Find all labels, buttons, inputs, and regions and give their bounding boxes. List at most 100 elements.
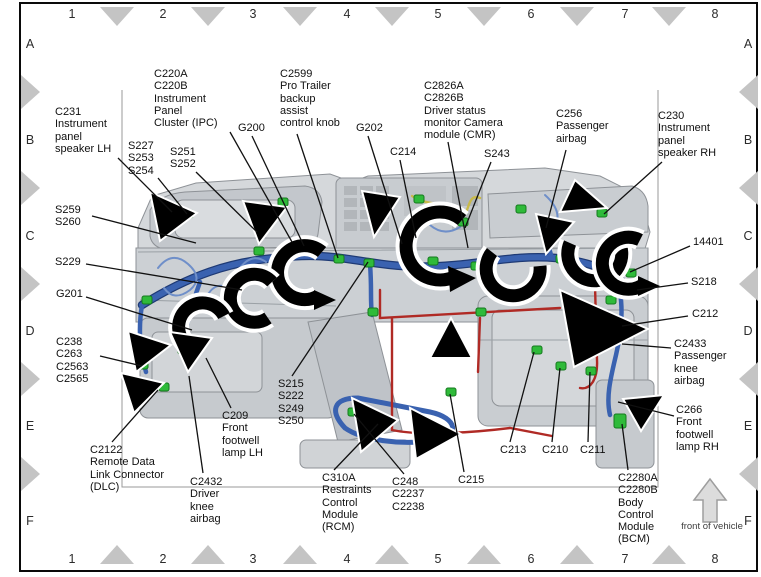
callout-line: S229 bbox=[55, 256, 81, 268]
callout-line: C220B bbox=[154, 80, 188, 93]
grid-col-label: 7 bbox=[621, 7, 629, 21]
callout-line: Panel bbox=[154, 104, 183, 117]
callout-line: panel bbox=[55, 130, 82, 143]
grid-col-label: 2 bbox=[159, 552, 167, 566]
grid-row-label: E bbox=[743, 419, 753, 433]
callout-line: footwell bbox=[676, 428, 714, 441]
leader-line-c266 bbox=[617, 401, 675, 417]
callout-line: G201 bbox=[56, 288, 83, 300]
callout-line: lamp LH bbox=[222, 446, 263, 459]
front-of-vehicle-label: front of vehicle bbox=[681, 521, 743, 532]
grid-col-label: 1 bbox=[68, 7, 76, 21]
grid-marker bbox=[739, 267, 758, 301]
grid-marker bbox=[191, 7, 225, 26]
callout-line: C248 bbox=[392, 476, 419, 488]
grid-marker bbox=[467, 7, 501, 26]
leader-line-s218 bbox=[636, 282, 689, 291]
leader-line-c238 bbox=[99, 355, 143, 367]
grid-marker bbox=[739, 75, 758, 109]
callout-c211: C211 bbox=[580, 444, 605, 456]
callout-line: Driver bbox=[190, 488, 220, 501]
grid-col-label: 1 bbox=[68, 552, 76, 566]
grid-row-label: B bbox=[25, 133, 35, 147]
grid-col-label: 3 bbox=[249, 552, 257, 566]
leader-line-c210 bbox=[551, 367, 561, 443]
grid-col-label: 6 bbox=[527, 552, 535, 566]
callout-line: Passenger bbox=[556, 120, 609, 133]
callout-line: C2599 bbox=[280, 68, 313, 80]
leader-line-s243 bbox=[464, 161, 492, 229]
callout-line: C213 bbox=[500, 444, 527, 456]
callout-line: Instrument bbox=[154, 92, 206, 105]
leader-line-c2432 bbox=[188, 375, 204, 474]
callout-line: assist bbox=[280, 104, 309, 117]
callout-line: lamp RH bbox=[676, 440, 719, 453]
callout-line: C263 bbox=[56, 348, 83, 361]
grid-marker bbox=[652, 545, 686, 564]
callout-line: C231 bbox=[55, 106, 82, 118]
callout-line: (RCM) bbox=[322, 521, 355, 534]
callout-line: S250 bbox=[278, 414, 304, 427]
callout-line: airbag bbox=[556, 132, 587, 145]
callout-line: C2826B bbox=[424, 92, 464, 105]
callout-c210: C210 bbox=[542, 444, 568, 456]
callout-line: S218 bbox=[691, 276, 717, 288]
leader-line-c231 bbox=[117, 157, 173, 213]
callout-c212: C212 bbox=[692, 308, 718, 320]
callout-line: S251 bbox=[170, 146, 196, 158]
grid-col-label: 2 bbox=[159, 7, 167, 21]
callout-line: C211 bbox=[580, 444, 606, 456]
grid-col-label: 6 bbox=[527, 7, 535, 21]
callout-line: S243 bbox=[484, 148, 510, 160]
callout-line: C215 bbox=[458, 474, 485, 486]
grid-col-label: 8 bbox=[711, 552, 719, 566]
leader-line-c214 bbox=[399, 159, 417, 239]
callout-line: airbag bbox=[190, 512, 221, 525]
callout-line: panel bbox=[658, 134, 685, 147]
grid-col-label: 4 bbox=[343, 552, 351, 566]
callout-c213: C213 bbox=[500, 444, 526, 456]
callout-line: C2122 bbox=[90, 444, 123, 456]
callout-g202: G202 bbox=[356, 122, 383, 134]
callout-line: monitor Camera bbox=[424, 116, 503, 129]
callout-line: C2432 bbox=[190, 476, 223, 488]
callout-line: S260 bbox=[55, 216, 81, 229]
callout-line: C2237 bbox=[392, 488, 425, 501]
leader-line-g201 bbox=[85, 296, 193, 331]
callout-line: Instrument bbox=[658, 122, 710, 135]
callout-line: Body bbox=[618, 496, 644, 509]
grid-col-label: 3 bbox=[249, 7, 257, 21]
callout-p14401: 14401 bbox=[693, 236, 724, 248]
grid-marker bbox=[375, 7, 409, 26]
grid-row-label: F bbox=[744, 514, 752, 528]
callout-line: C230 bbox=[658, 110, 685, 122]
leader-line-s215 bbox=[291, 261, 369, 377]
callout-line: C220A bbox=[154, 68, 188, 80]
callout-line: C212 bbox=[692, 308, 719, 320]
leader-line-c209 bbox=[205, 357, 232, 409]
grid-marker bbox=[560, 7, 594, 26]
callout-line: knee bbox=[674, 362, 698, 375]
callout-line: speaker LH bbox=[55, 142, 112, 155]
grid-marker bbox=[739, 362, 758, 396]
grid-marker bbox=[560, 545, 594, 564]
callout-line: C256 bbox=[556, 108, 583, 120]
grid-row-label: C bbox=[25, 229, 35, 243]
grid-marker bbox=[21, 362, 40, 396]
grid-marker bbox=[100, 545, 134, 564]
grid-row-label: E bbox=[25, 419, 35, 433]
callout-line: C214 bbox=[390, 146, 417, 158]
callout-line: S253 bbox=[128, 152, 154, 165]
